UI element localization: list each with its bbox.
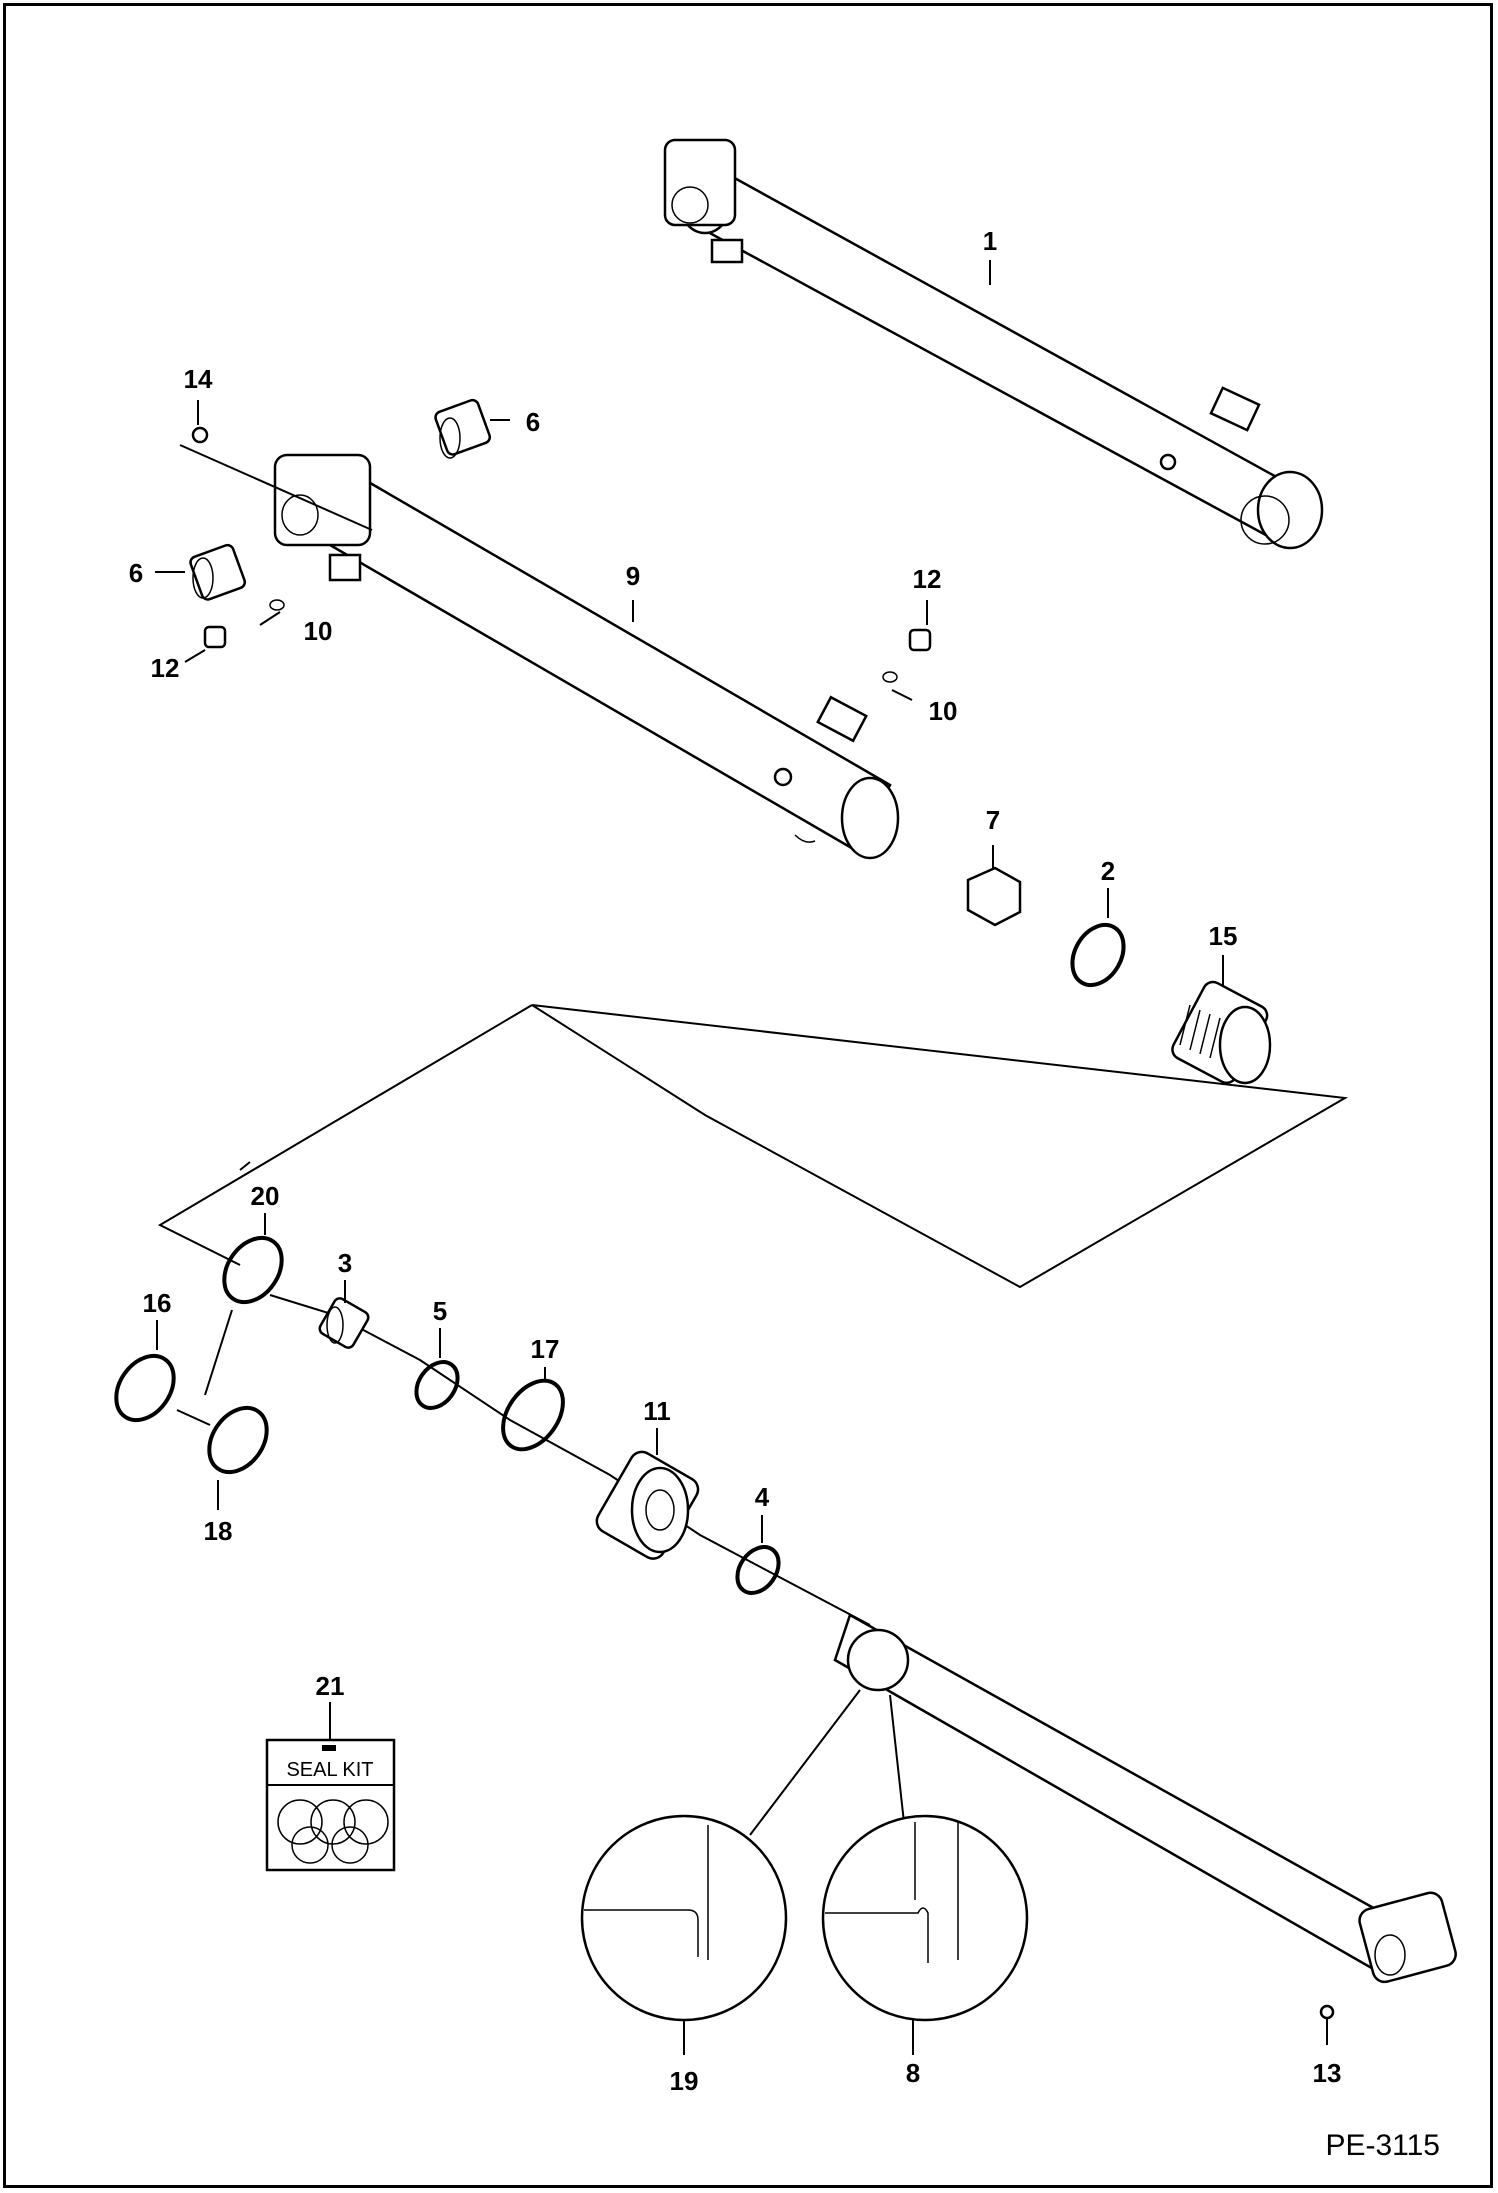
callout-15: 15: [1209, 921, 1238, 951]
callout-11: 11: [643, 1396, 671, 1426]
seal-5: [414, 1360, 460, 1410]
callout-16: 16: [143, 1288, 172, 1318]
ring-16: [114, 1353, 176, 1423]
callout-8: 8: [906, 2058, 920, 2088]
drawing-reference: PE-3115: [1325, 2129, 1440, 2162]
lock-nut: [966, 866, 1022, 927]
kit-bracket-lower: [157, 1004, 533, 1266]
callout-20: 20: [251, 1181, 280, 1211]
o-ring-2: [1070, 922, 1126, 988]
grease-fitting-top: [191, 426, 209, 444]
detail-8: [821, 1814, 1029, 2022]
seal-4: [735, 1545, 781, 1595]
assembled-cylinder: [663, 138, 1324, 550]
callout-17: 17: [531, 1334, 560, 1364]
assembly-axis-lower: [269, 1294, 871, 1626]
callout-6-lower: 6: [129, 558, 143, 588]
callout-14: 14: [184, 364, 213, 394]
callout-18: 18: [204, 1516, 233, 1546]
callout-21: 21: [316, 1671, 345, 1701]
head-11: [595, 1450, 700, 1560]
barrel: [273, 453, 900, 860]
rod: [833, 1613, 1457, 2020]
callout-2: 2: [1101, 856, 1115, 886]
plug-right: [908, 628, 932, 652]
ring-17: [501, 1378, 565, 1452]
bushing-lower: [189, 543, 247, 601]
detail-19: [580, 1814, 788, 2022]
o-ring-right: [882, 671, 898, 683]
seal-kit-package: SEAL KIT: [265, 1738, 396, 1872]
assembly-axis-upper: [179, 444, 373, 531]
drawing-frame: [3, 3, 1493, 2188]
callout-12-left: 12: [151, 653, 180, 683]
callout-19: 19: [670, 2066, 699, 2096]
plug-left: [203, 625, 227, 649]
callout-10-left: 10: [304, 616, 333, 646]
ring-20: [222, 1235, 284, 1305]
bushing-upper: [434, 398, 492, 459]
callout-4: 4: [755, 1482, 770, 1512]
callout-1: 1: [983, 226, 997, 256]
leader-lines: [155, 260, 1328, 2055]
o-ring-left: [269, 599, 285, 611]
callout-10-right: 10: [929, 696, 958, 726]
piston: [1171, 980, 1272, 1085]
callout-9: 9: [626, 561, 640, 591]
callout-13: 13: [1313, 2058, 1342, 2088]
callout-5: 5: [433, 1296, 447, 1326]
callout-12-right: 12: [913, 564, 942, 594]
ring-18: [207, 1405, 269, 1475]
callout-3: 3: [338, 1248, 352, 1278]
wear-ring-3: [318, 1297, 370, 1349]
kit-bracket-upper: [531, 1004, 1349, 1289]
callout-7: 7: [986, 805, 1000, 835]
callout-6-upper: 6: [526, 407, 540, 437]
seal-kit-label: SEAL KIT: [286, 1759, 373, 1781]
